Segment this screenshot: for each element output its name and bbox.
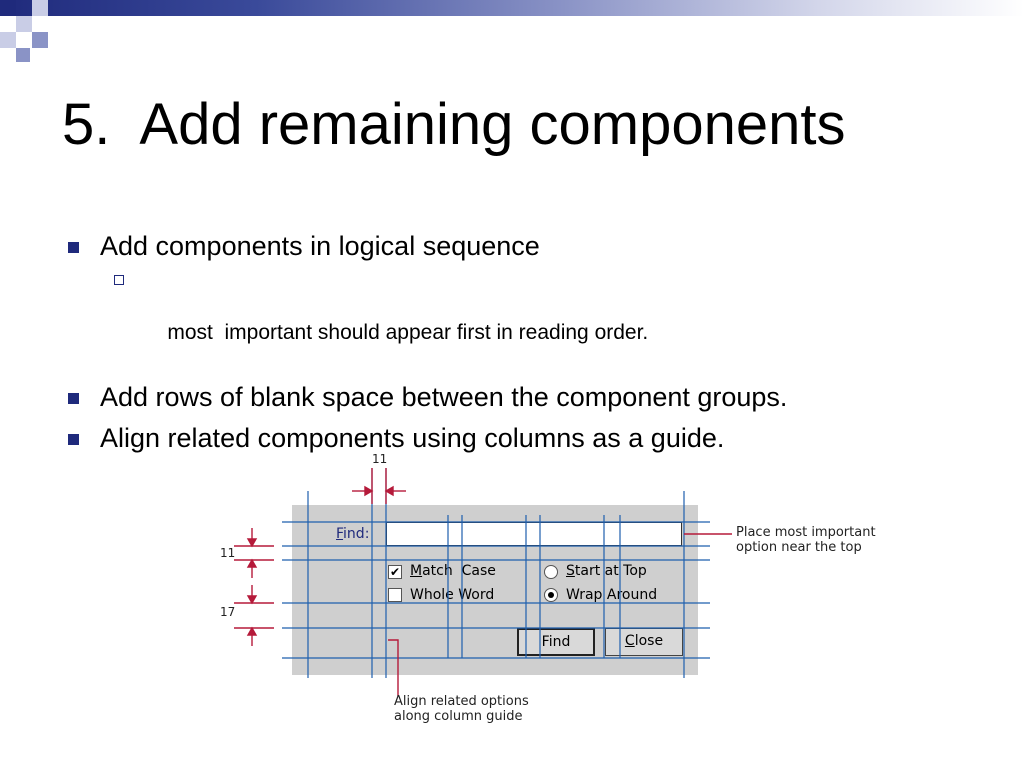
find-dialog-figure: Find: ✔ Match Case Whole Word Start at T… [200, 448, 900, 738]
sub-bullet-item: most important should appear first in re… [62, 268, 962, 372]
measurement-callouts [234, 468, 732, 696]
start-at-top-radio[interactable] [544, 565, 558, 579]
annotation-right: Place most important option near the top [736, 525, 876, 555]
find-label: Find: [336, 526, 370, 542]
annotation-bottom: Align related options along column guide [394, 694, 529, 724]
wrap-around-radio[interactable] [544, 588, 558, 602]
bullet-item: Add components in logical sequence [62, 230, 962, 263]
dimension-label-left-lower: 17 [220, 605, 236, 619]
slide-title: 5. Add remaining components [62, 92, 846, 157]
decor-square [16, 48, 30, 62]
arrow-up-icon [246, 626, 258, 636]
hollow-square-bullet-icon [114, 275, 124, 285]
bullet-item: Align related components using columns a… [62, 422, 962, 455]
arrow-left-icon [384, 485, 394, 497]
dimension-label-left-upper: 11 [220, 546, 236, 560]
row-guides [282, 521, 710, 659]
bullet-text: Add rows of blank space between the comp… [100, 382, 788, 412]
decor-square [0, 32, 16, 48]
arrow-down-icon [246, 538, 258, 548]
square-bullet-icon [68, 434, 79, 445]
arrow-right-icon [364, 485, 374, 497]
whole-word-label: Whole Word [410, 587, 495, 603]
square-bullet-icon [68, 242, 79, 253]
match-case-checkbox[interactable]: ✔ [388, 565, 402, 579]
dimension-label-top: 11 [372, 452, 388, 466]
bullet-text: Add components in logical sequence [100, 231, 540, 261]
find-button[interactable]: Find [517, 628, 595, 656]
layout-guides [234, 468, 732, 696]
arrow-down-icon [246, 595, 258, 605]
decor-square [32, 32, 48, 48]
sub-bullet-text: most important should appear first in re… [167, 321, 649, 344]
title-bar-gradient [0, 0, 1024, 16]
bullet-list: Add components in logical sequence most … [62, 230, 962, 463]
decor-square [0, 0, 16, 16]
column-guides [307, 468, 685, 678]
match-case-label: Match Case [410, 563, 496, 579]
whole-word-checkbox[interactable] [388, 588, 402, 602]
checkmark-icon: ✔ [389, 565, 401, 579]
decor-square [16, 16, 32, 32]
close-button[interactable]: Close [605, 628, 683, 656]
decor-square [32, 0, 48, 16]
bullet-text: Align related components using columns a… [100, 423, 725, 453]
arrow-up-icon [246, 558, 258, 568]
square-bullet-icon [68, 393, 79, 404]
callout-line [388, 639, 399, 696]
start-at-top-label: Start at Top [566, 563, 647, 579]
bullet-item: Add rows of blank space between the comp… [62, 381, 962, 414]
